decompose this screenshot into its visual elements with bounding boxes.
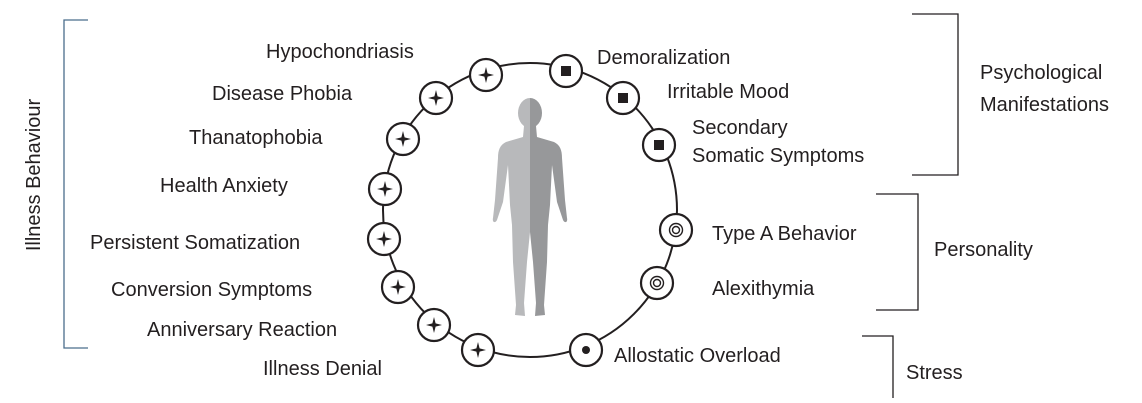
psychological-manifestations-label-line1: Psychological [980, 62, 1102, 84]
square-icon [618, 93, 628, 103]
personality-label: Personality [934, 239, 1033, 261]
node-type-a-behavior [660, 214, 692, 246]
label-disease-phobia: Disease Phobia [212, 83, 353, 105]
label-persistent-somatization: Persistent Somatization [90, 232, 300, 254]
stress-bracket [862, 336, 893, 398]
psychological-manifestations-bracket [912, 14, 958, 175]
node-allostatic-overload [570, 334, 602, 366]
label-health-anxiety: Health Anxiety [160, 175, 288, 197]
label-anniversary-reaction: Anniversary Reaction [147, 319, 337, 341]
node-secondary-somatic-symptoms [643, 129, 675, 161]
personality-bracket [876, 194, 918, 310]
stress-label: Stress [906, 362, 963, 384]
label-illness-denial: Illness Denial [263, 358, 382, 380]
node-irritable-mood [607, 82, 639, 114]
node-thanatophobia [387, 123, 419, 155]
label-irritable-mood: Irritable Mood [667, 81, 789, 103]
node-health-anxiety [369, 173, 401, 205]
label-allostatic-overload: Allostatic Overload [614, 345, 781, 367]
dot-icon [582, 346, 590, 354]
illness-behaviour-bracket [64, 20, 88, 348]
node-illness-denial [462, 334, 494, 366]
label-thanatophobia: Thanatophobia [189, 127, 323, 149]
node-demoralization [550, 55, 582, 87]
node-anniversary-reaction [418, 309, 450, 341]
label-type-a-behavior: Type A Behavior [712, 223, 857, 245]
label-conversion-symptoms: Conversion Symptoms [111, 279, 312, 301]
label-hypochondriasis: Hypochondriasis [266, 41, 414, 63]
label-demoralization: Demoralization [597, 47, 730, 69]
label-secondary-somatic-symptoms-line1: Secondary [692, 117, 788, 139]
node-conversion-symptoms [382, 271, 414, 303]
square-icon [561, 66, 571, 76]
human-figure-icon [493, 98, 567, 316]
node-alexithymia [641, 267, 673, 299]
node-disease-phobia [420, 82, 452, 114]
node-persistent-somatization [368, 223, 400, 255]
psychological-manifestations-label-line2: Manifestations [980, 94, 1109, 116]
illness-behaviour-label: Illness Behaviour [23, 99, 45, 252]
label-alexithymia: Alexithymia [712, 278, 815, 300]
label-secondary-somatic-symptoms-line2: Somatic Symptoms [692, 145, 864, 167]
node-hypochondriasis [470, 59, 502, 91]
square-icon [654, 140, 664, 150]
